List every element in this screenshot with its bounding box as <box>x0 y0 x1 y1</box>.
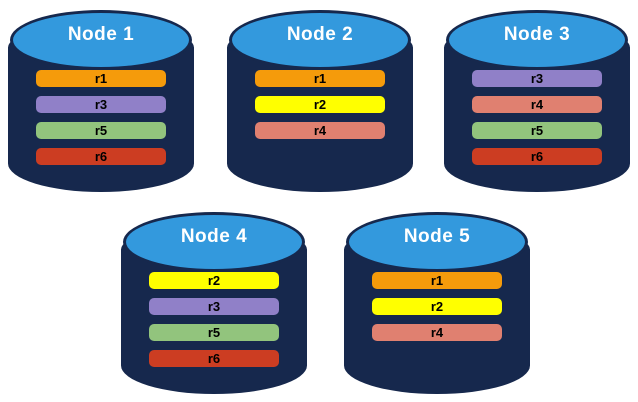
replica-bar: r4 <box>255 122 385 139</box>
replica-bar: r4 <box>472 96 602 113</box>
replica-bar: r1 <box>255 70 385 87</box>
replica-bar: r3 <box>472 70 602 87</box>
replica-bar: r5 <box>36 122 166 139</box>
cylinder-top-ellipse <box>346 212 528 272</box>
replica-bar: r3 <box>149 298 279 315</box>
replica-bar: r2 <box>255 96 385 113</box>
replica-stack: r2 r3 r5 r6 <box>149 272 279 367</box>
replica-bar: r5 <box>472 122 602 139</box>
replica-bar: r6 <box>36 148 166 165</box>
replica-bar: r2 <box>372 298 502 315</box>
cylinder-top-ellipse <box>10 10 192 70</box>
replica-stack: r1 r3 r5 r6 <box>36 70 166 165</box>
replica-bar: r6 <box>472 148 602 165</box>
replica-bar: r6 <box>149 350 279 367</box>
replica-bar: r1 <box>36 70 166 87</box>
cylinder-top-ellipse <box>446 10 628 70</box>
replica-bar: r4 <box>372 324 502 341</box>
replica-bar: r1 <box>372 272 502 289</box>
replica-bar: r2 <box>149 272 279 289</box>
replica-stack: r1 r2 r4 <box>255 70 385 139</box>
replica-stack: r3 r4 r5 r6 <box>472 70 602 165</box>
cylinder-top-ellipse <box>229 10 411 70</box>
cylinder-top-ellipse <box>123 212 305 272</box>
replica-bar: r3 <box>36 96 166 113</box>
replica-bar: r5 <box>149 324 279 341</box>
replica-stack: r1 r2 r4 <box>372 272 502 341</box>
